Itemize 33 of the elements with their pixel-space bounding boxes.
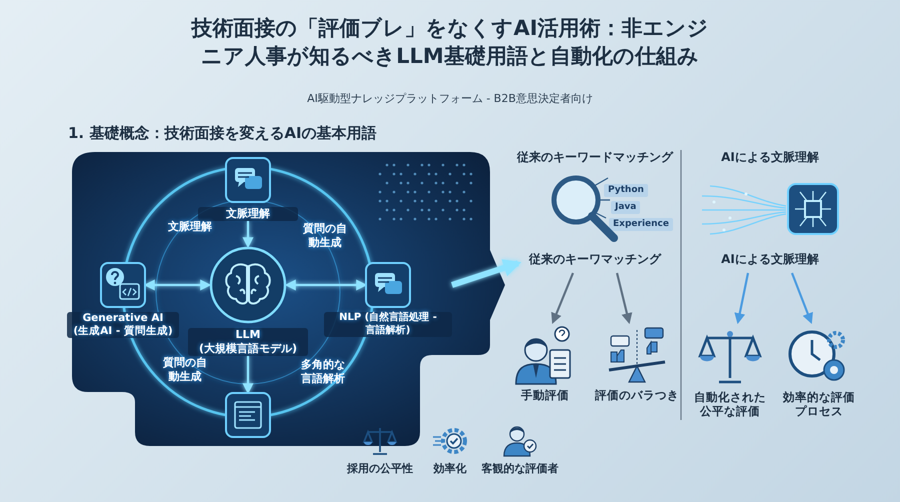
arrow — [284, 280, 368, 290]
icon-caption: 採用の公平性 — [346, 462, 414, 476]
arrow — [734, 272, 750, 324]
ring-label: 質問の自動生成 — [303, 222, 347, 250]
node-label: NLP (自然言語処理 - 言語解析) — [324, 312, 452, 337]
column-heading: 従来のキーワードマッチング — [516, 150, 674, 165]
subtitle: AI駆動型ナレッジプラットフォーム - B2B意思決定者向け — [306, 92, 594, 106]
arrow — [790, 272, 813, 324]
ring-label: 文脈理解 — [168, 220, 212, 234]
node-label: 評価のバラつき — [594, 388, 680, 402]
node-label: 自動化された公平な評価 — [692, 390, 767, 419]
icon-caption: 効率化 — [432, 462, 468, 476]
keyword-tag: Experience — [609, 218, 673, 232]
arrow — [616, 272, 632, 324]
node-label: LLM (大規模言語モデル) — [188, 328, 308, 356]
icon-caption: 客観的な評価者 — [480, 462, 560, 476]
section-label: 従来のキーワマッチング — [520, 252, 670, 267]
keyword-tag: Python — [604, 184, 648, 198]
arrow — [551, 272, 574, 324]
keyword-tag: Java — [611, 201, 640, 214]
arrow — [242, 220, 254, 248]
node-label: Generative AI (生成AI - 質問生成) — [67, 312, 179, 338]
node-label: 文脈理解 — [198, 207, 298, 221]
column-heading: AIによる文脈理解 — [720, 150, 820, 165]
arrow — [242, 356, 254, 394]
node-label: 手動評価 — [520, 388, 570, 402]
title: 技術面接の「評価ブレ」をなくすAI活用術：非エンジニア人事が知るべきLLM基礎用語と自動化の仕組み — [190, 15, 710, 70]
arrow — [451, 259, 522, 288]
ring-label: 質問の自動生成 — [163, 356, 207, 384]
ring-label: 多角的な言語解析 — [301, 358, 345, 386]
node-label: 効率的な評価プロセス — [782, 390, 856, 419]
section-heading: 1. 基礎概念：技術面接を変えるAIの基本用語 — [68, 124, 378, 143]
section-label: AIによる文脈理解 — [700, 252, 840, 267]
